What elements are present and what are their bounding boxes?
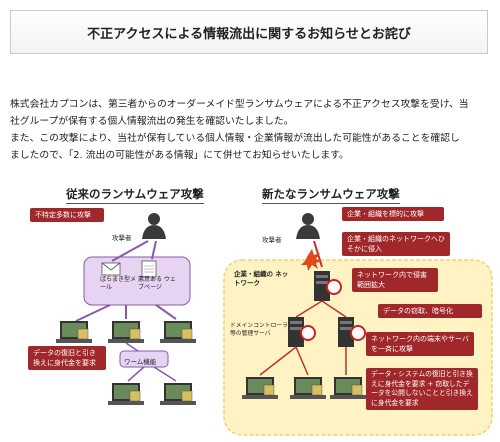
right-callout-infiltrate: 企業・組織のネットワークへひそかに侵入 xyxy=(342,232,450,256)
right-callout-steal: データの窃取、暗号化 xyxy=(378,304,482,318)
server-icon-1 xyxy=(314,271,330,301)
worm-label: ワーム機能 xyxy=(124,358,157,366)
pc-icon-2 xyxy=(108,321,144,343)
left-diagram-title: 従来のランサムウェア攻撃 xyxy=(66,186,204,204)
pc-icon-4 xyxy=(108,383,144,405)
right-callout-expand: ネットワーク内で侵害範囲拡大 xyxy=(352,268,438,292)
right-callout-ransom: データ・システムの復旧と引き換えに身代金を要求 + 窃取したデータを公開しないこ… xyxy=(366,368,478,410)
pc-icon-right-1 xyxy=(242,377,278,399)
right-callout-mass-attack: ネットワーク内の端末やサーバを一斉に攻撃 xyxy=(366,332,474,356)
network-label: 企業・組織の ネットワーク xyxy=(234,270,289,287)
right-diagram-title: 新たなランサムウェア攻撃 xyxy=(262,186,400,204)
web-label: 悪意ある ウェブページ xyxy=(138,276,176,291)
body-line-3: また、この攻撃により、当社が保有している個人情報・企業情報が流出した可能性がある… xyxy=(10,133,460,144)
body-line-2: 社グループが保有する個人情報流出の発生を確認いたしました。 xyxy=(10,116,294,127)
right-attacker-label: 攻撃者 xyxy=(262,236,282,244)
mail-label: ばらまき型メール xyxy=(100,276,137,291)
body-line-4: ましたので、「2. 流出の可能性がある情報」にて併せてお知らせいたします。 xyxy=(10,150,349,161)
web-page-icon xyxy=(141,260,157,278)
notice-body: 株式会社カプコンは、第三者からのオーダーメイド型ランサムウェアによる不正アクセス… xyxy=(10,96,492,164)
domain-controller-label: ドメインコントローラ 等の管理サーバ xyxy=(230,323,288,337)
server-icon-2 xyxy=(288,317,304,347)
pc-icon-3 xyxy=(160,321,196,343)
pc-icon-5 xyxy=(160,383,196,405)
pc-icon-right-2 xyxy=(290,377,326,399)
breach-burst-icon xyxy=(301,249,322,271)
left-callout-untargeted: 不特定多数に攻撃 xyxy=(30,208,104,222)
left-diagram-graphic xyxy=(56,213,196,405)
infection-icon-2 xyxy=(300,325,316,341)
right-callout-targeted: 企業・組織を標的に攻撃 xyxy=(342,207,444,221)
pc-icon-1 xyxy=(56,321,92,343)
left-callout-ransom: データの復旧と引き換えに身代金を要求 xyxy=(28,346,106,370)
body-line-1: 株式会社カプコンは、第三者からのオーダーメイド型ランサムウェアによる不正アクセス… xyxy=(10,99,469,110)
page-title-box: 不正アクセスによる情報流出に関するお知らせとお詫び xyxy=(10,10,488,54)
pc-icon-right-3 xyxy=(330,377,366,399)
infection-icon-1 xyxy=(326,279,342,295)
left-attacker-label: 攻撃者 xyxy=(112,234,132,242)
attacker-icon-right xyxy=(296,213,320,239)
server-icon-3 xyxy=(338,317,354,347)
attacker-icon xyxy=(142,213,166,239)
page-title: 不正アクセスによる情報流出に関するお知らせとお詫び xyxy=(87,26,411,42)
infection-icon-3 xyxy=(350,325,366,341)
mail-icon xyxy=(101,262,121,276)
